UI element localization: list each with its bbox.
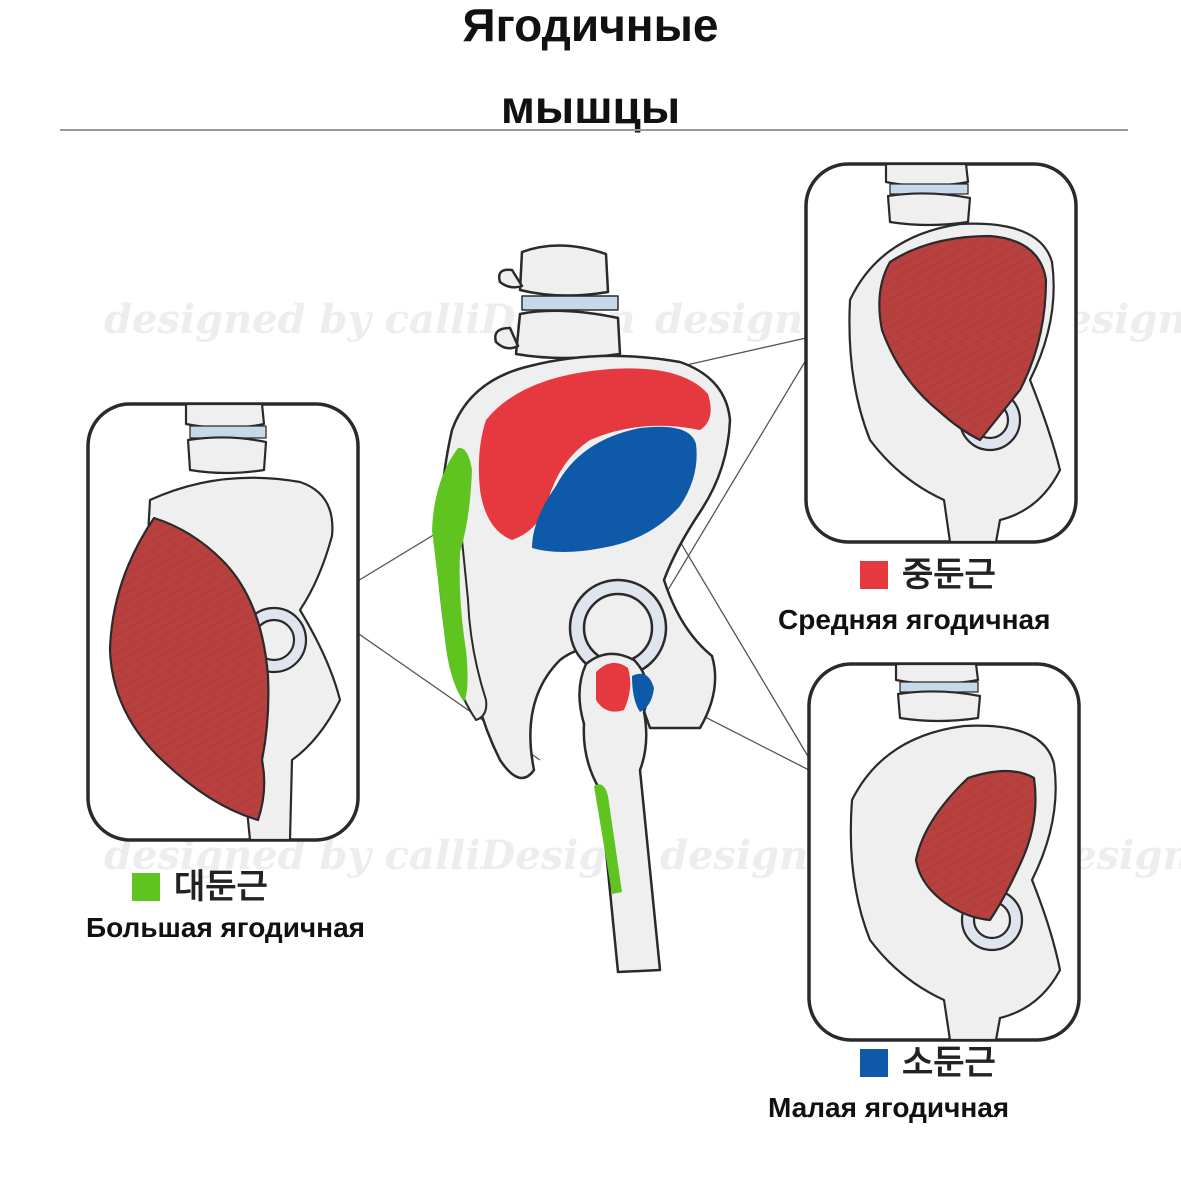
page-title-line-1: Ягодичные [462,0,719,51]
gluteus-maximus-insertion-center [594,784,622,894]
legend-korean-label: 대둔근 [174,868,268,906]
legend-gluteus-minimus: 소둔근 [860,1046,996,1080]
inset-gluteus-maximus [86,402,360,842]
legend-gluteus-medius: 중둔근 [860,558,996,592]
gluteus-medius-region-center [478,368,711,540]
legend-russian-label: Большая ягодичная [86,912,365,943]
legend-russian-label: Малая ягодичная [768,1092,1010,1123]
square-swatch-icon [860,1049,888,1077]
center-hip-illustration [435,244,732,974]
legend-korean-label: 중둔근 [902,556,996,594]
lumbar-spine [494,244,622,360]
inset-gluteus-minimus [807,662,1081,1042]
legend-korean-label: 소둔근 [902,1044,996,1082]
title-divider [60,129,1128,131]
leader-line [355,527,446,583]
center-muscles [432,368,711,894]
vertebra [184,404,266,430]
gluteus-minimus-insertion-center [632,673,654,712]
gluteus-minimus-region-center [532,426,697,552]
legend-russian-label: Средняя ягодичная [778,604,1051,635]
gluteus-medius-insertion-center [596,662,631,712]
vertebra [894,664,980,686]
vertebra [186,436,268,475]
intervertebral-disc [189,425,267,439]
vertebra [886,192,972,227]
square-swatch-icon [860,561,888,589]
square-swatch-icon [132,873,160,901]
acetabulum [568,578,668,678]
vertebra [884,164,970,188]
vertebra [896,690,982,723]
leader-line [659,507,810,759]
legend-gluteus-maximus: 대둔근 [132,870,268,904]
inset-gluteus-medius [804,162,1078,544]
gluteus-maximus-region-center [432,447,472,702]
femur-bone [578,652,662,974]
page-title-line-2: мышцы [500,81,681,133]
